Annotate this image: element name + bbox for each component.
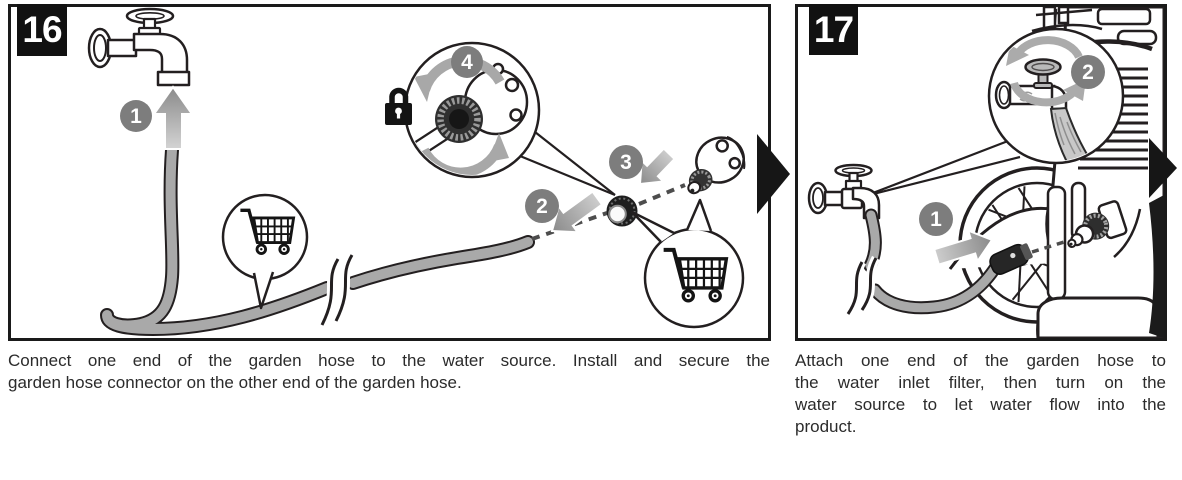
garden-hose <box>100 143 535 336</box>
detail-bubble-leader-lines <box>519 131 616 197</box>
faucet-icon <box>87 7 191 87</box>
step-17-panel: 17 <box>795 4 1167 341</box>
knurled-nut <box>435 95 483 143</box>
detail-bubble: 4 <box>403 41 541 179</box>
flow-arrow-up <box>152 85 194 150</box>
detail-bubble-leader-lines <box>864 139 1021 198</box>
callout-3-badge: 3 <box>609 145 643 179</box>
machine-foot <box>1036 296 1160 338</box>
quick-connector <box>687 136 746 195</box>
faucet-handle-top <box>1024 58 1062 89</box>
hose-connector <box>989 243 1033 275</box>
step-16-caption: Connect one end of the garden hose to th… <box>8 350 770 394</box>
caption-line: the water inlet filter, then turn on the <box>795 373 1166 392</box>
machine-shadow-band <box>1149 195 1164 338</box>
caption-line: Connect one end of the garden hose to th… <box>8 351 770 370</box>
hose-break-mark <box>844 255 881 317</box>
caption-line: garden hose connector on the other end o… <box>8 373 462 392</box>
callout-4-badge: 4 <box>451 46 483 78</box>
step-16-panel: 16 <box>8 4 771 341</box>
rotate-arrows-icon <box>1006 36 1086 107</box>
svg-text:1: 1 <box>130 105 142 128</box>
step-16-badge: 16 <box>17 4 67 56</box>
dashed-guide-line <box>1031 240 1065 254</box>
svg-text:1: 1 <box>930 208 942 231</box>
svg-text:3: 3 <box>620 151 632 174</box>
callout-2-badge: 2 <box>525 189 559 223</box>
cart-bubble-connector <box>630 198 745 329</box>
dashed-guide-line <box>531 183 686 241</box>
step-16-illustration: 1 <box>87 7 746 336</box>
next-step-arrow-icon <box>1149 138 1177 198</box>
caption-line: product. <box>795 417 857 436</box>
lock-icon <box>385 87 412 125</box>
water-inlet <box>1067 200 1128 248</box>
callout-2-badge: 2 <box>1071 55 1105 89</box>
svg-text:2: 2 <box>536 195 548 218</box>
step-17-caption: Attach one end of the garden hose to the… <box>795 350 1166 438</box>
caption-line: water source to let water flow into the <box>795 395 1166 414</box>
cart-bubble-hose <box>221 193 309 310</box>
hose-connector-nut <box>606 195 638 227</box>
svg-text:2: 2 <box>1082 61 1094 84</box>
callout-1-badge: 1 <box>120 100 152 132</box>
caption-line: Attach one end of the garden hose to <box>795 351 1166 370</box>
detail-bubble: 2 <box>987 27 1125 165</box>
svg-text:4: 4 <box>461 51 473 74</box>
next-step-arrow-icon <box>757 134 790 214</box>
water-stream <box>1049 106 1090 161</box>
hose-break-mark <box>317 252 356 328</box>
step-17-illustration: 1 <box>807 7 1164 338</box>
direction-arrow-1 <box>932 228 994 266</box>
faucet-icon <box>807 163 881 220</box>
step-17-badge: 17 <box>809 4 858 55</box>
callout-1-badge: 1 <box>919 202 953 236</box>
direction-arrow-2 <box>550 190 604 234</box>
